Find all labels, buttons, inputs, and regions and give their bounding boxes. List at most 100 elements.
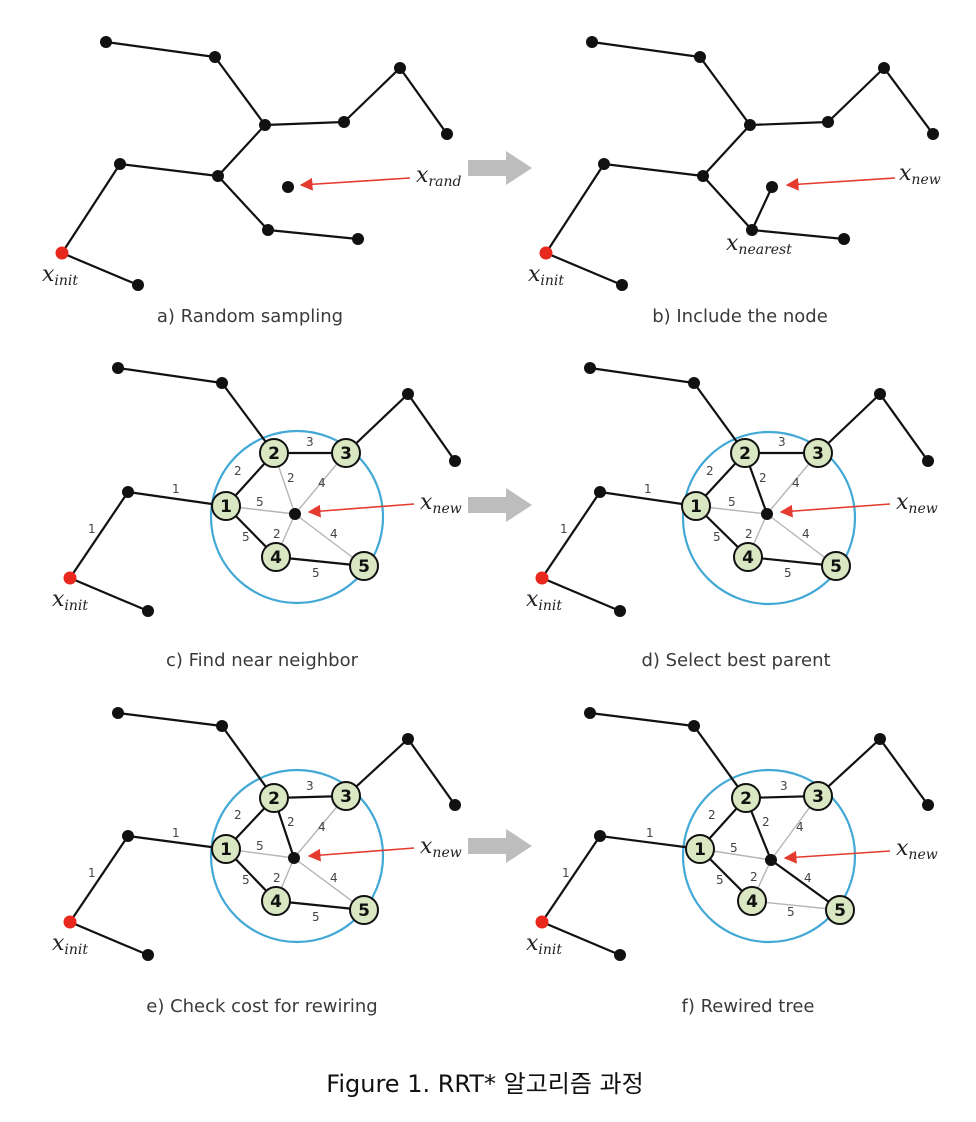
svg-text:3: 3: [306, 435, 314, 449]
neighborhood-circle: [209, 429, 385, 605]
pointer-arrow: [299, 177, 411, 191]
pointer-arrow: [307, 503, 415, 518]
svg-text:2: 2: [762, 815, 770, 829]
node-label-4: 4: [270, 892, 282, 912]
node-label-5: 5: [358, 557, 370, 577]
node-label-1: 1: [690, 497, 702, 517]
x-init-label: xinit: [42, 262, 78, 289]
svg-text:1: 1: [560, 522, 568, 536]
node-label-4: 4: [746, 892, 758, 912]
candidate-edges: [699, 795, 841, 911]
node-label-1: 1: [220, 840, 232, 860]
x-init-label: xinit: [526, 587, 562, 614]
neighborhood-circle: [681, 768, 857, 944]
caption-e: e) Check cost for rewiring: [146, 996, 378, 1017]
x-init-label: xinit: [526, 931, 562, 958]
svg-text:1: 1: [644, 482, 652, 496]
root-node: [63, 571, 77, 585]
svg-text:5: 5: [256, 839, 264, 853]
neighbor-nodes: 1 2 3 4 5: [685, 781, 855, 925]
svg-text:2: 2: [750, 870, 758, 884]
svg-text:4: 4: [802, 527, 810, 541]
root-node: [55, 246, 69, 260]
process-arrow-ab: [468, 151, 532, 185]
edge-weights: 1 1 2 3 5 5 5 2 4 2 4: [88, 435, 338, 580]
pointer-arrow: [783, 850, 891, 864]
svg-text:1: 1: [88, 522, 96, 536]
node-label-3: 3: [812, 444, 824, 464]
panel-d: 1 2 3 4 5 1 1 2 3 5 5 5 2 4 2 4 xinit xn…: [526, 362, 938, 671]
node-label-2: 2: [739, 444, 751, 464]
process-arrow-cd: [468, 488, 532, 522]
svg-text:2: 2: [287, 815, 295, 829]
x-nearest-label: xnearest: [726, 231, 792, 258]
svg-text:3: 3: [306, 779, 314, 793]
svg-text:1: 1: [172, 482, 180, 496]
node-label-3: 3: [340, 787, 352, 807]
neighborhood-circle: [209, 768, 385, 944]
tree-nodes: [100, 36, 453, 291]
x-new-label: xnew: [899, 161, 941, 188]
edge-weights: 1 1 2 3 5 5 5 2 4 2 4: [562, 779, 812, 919]
figure-title: Figure 1. RRT* 알고리즘 과정: [326, 1070, 643, 1098]
node-label-5: 5: [830, 557, 842, 577]
svg-text:1: 1: [88, 866, 96, 880]
edge-weights: 1 1 2 3 5 5 5 2 4 2 4: [88, 779, 338, 924]
svg-text:5: 5: [713, 530, 721, 544]
panel-b: xinit xnew xnearest b) Include the node: [528, 36, 941, 327]
caption-b: b) Include the node: [652, 306, 828, 327]
caption-c: c) Find near neighbor: [166, 650, 359, 671]
svg-text:5: 5: [716, 873, 724, 887]
caption-a: a) Random sampling: [157, 306, 343, 327]
svg-text:1: 1: [562, 866, 570, 880]
node-label-3: 3: [340, 444, 352, 464]
svg-text:2: 2: [759, 471, 767, 485]
svg-text:5: 5: [730, 841, 738, 855]
svg-text:2: 2: [234, 464, 242, 478]
x-new-label: xnew: [896, 490, 938, 517]
svg-text:1: 1: [172, 826, 180, 840]
x-new-label: xnew: [420, 834, 462, 861]
svg-text:5: 5: [256, 495, 264, 509]
tree-nodes: [584, 362, 934, 617]
svg-text:5: 5: [728, 495, 736, 509]
root-node: [535, 915, 549, 929]
tree-nodes: [112, 707, 461, 961]
neighbor-nodes: 1 2 3 4 5: [211, 438, 379, 581]
panel-a: xinit xrand a) Random sampling: [42, 36, 461, 327]
pointer-arrow: [307, 847, 415, 862]
root-node: [535, 571, 549, 585]
x-new-label: xnew: [420, 490, 462, 517]
panel-c: 1 2 3 4 5 1 1 2 3 5 5 5 2 4 2 4 xinit xn…: [52, 362, 462, 671]
caption-f: f) Rewired tree: [681, 996, 814, 1017]
node-label-1: 1: [694, 840, 706, 860]
svg-text:5: 5: [242, 530, 250, 544]
svg-text:5: 5: [242, 873, 250, 887]
neighborhood-circle: [681, 430, 857, 606]
svg-text:5: 5: [787, 905, 795, 919]
pointer-arrow: [779, 503, 891, 518]
tree-edges: [545, 40, 934, 287]
node-label-1: 1: [220, 497, 232, 517]
tree-nodes: [112, 362, 461, 617]
svg-text:1: 1: [646, 826, 654, 840]
tree-nodes: [584, 707, 934, 961]
svg-text:5: 5: [784, 566, 792, 580]
panel-e: 1 2 3 4 5 1 1 2 3 5 5 5 2 4 2 4 xinit xn…: [52, 707, 462, 1017]
panel-f: 1 2 3 4 5 1 1 2 3 5 5 5 2 4 2 4 xinit xn…: [526, 707, 938, 1017]
svg-text:2: 2: [708, 808, 716, 822]
svg-text:4: 4: [792, 476, 800, 490]
process-arrow-ef: [468, 829, 532, 863]
node-label-5: 5: [358, 901, 370, 921]
svg-text:2: 2: [706, 464, 714, 478]
caption-d: d) Select best parent: [641, 650, 830, 671]
node-label-5: 5: [834, 901, 846, 921]
svg-text:2: 2: [287, 471, 295, 485]
tree-edges: [61, 40, 448, 287]
svg-text:4: 4: [330, 527, 338, 541]
node-label-2: 2: [740, 789, 752, 809]
svg-text:2: 2: [273, 871, 281, 885]
neighbor-nodes: 1 2 3 4 5: [211, 781, 379, 925]
svg-text:4: 4: [330, 871, 338, 885]
